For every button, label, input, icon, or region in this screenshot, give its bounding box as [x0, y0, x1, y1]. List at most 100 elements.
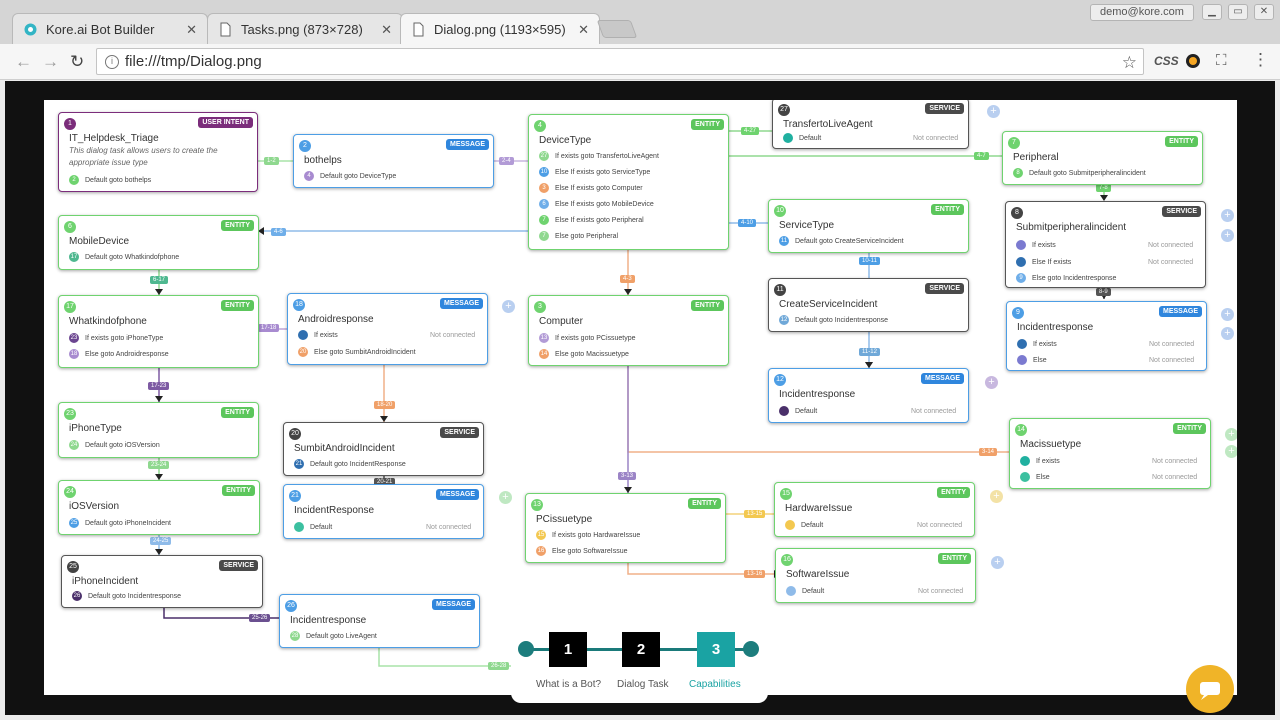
add-node-icon[interactable]: + [1221, 209, 1234, 222]
profile-button[interactable]: demo@kore.com [1090, 4, 1194, 21]
color-picker-extension-icon[interactable] [1185, 53, 1201, 72]
tab-dialog-png[interactable]: Dialog.png (1193×595) ✕ [400, 13, 600, 44]
add-node-icon[interactable]: + [502, 300, 515, 313]
add-node-icon[interactable]: + [987, 105, 1000, 118]
chat-bubble-button[interactable] [1186, 665, 1234, 713]
minimize-icon[interactable]: ▁ [1202, 4, 1222, 20]
edge-label: 25-26 [249, 614, 271, 622]
new-tab-button[interactable] [596, 20, 638, 38]
info-icon[interactable]: i [105, 55, 119, 69]
add-node-icon[interactable]: + [1225, 445, 1237, 458]
css-extension-icon[interactable]: CSS [1154, 54, 1179, 68]
address-bar[interactable]: i file:///tmp/Dialog.png ☆ [96, 48, 1144, 75]
screen-capture-icon[interactable]: ⛶ [1216, 52, 1227, 69]
menu-dots-icon[interactable]: ⋮ [1252, 50, 1269, 69]
tab-tasks-png[interactable]: Tasks.png (873×728) ✕ [207, 13, 403, 44]
step-2-button[interactable]: 2 [622, 632, 660, 667]
close-tab-icon[interactable]: ✕ [381, 22, 392, 37]
bookmark-star-icon[interactable]: ☆ [1121, 53, 1137, 72]
node-id: 7 [1008, 137, 1020, 149]
tab-kore-bot-builder[interactable]: Kore.ai Bot Builder ✕ [12, 13, 208, 44]
close-tab-icon[interactable]: ✕ [578, 22, 589, 37]
add-node-icon[interactable]: + [1221, 327, 1234, 340]
add-node-icon[interactable]: + [1221, 308, 1234, 321]
add-node-icon[interactable]: + [499, 491, 512, 504]
step-1-button[interactable]: 1 [549, 632, 587, 667]
forward-arrow-icon[interactable]: → [42, 52, 59, 71]
add-node-icon[interactable]: + [990, 490, 1003, 503]
reload-icon[interactable]: ↻ [70, 52, 85, 71]
close-tab-icon[interactable]: ✕ [186, 22, 197, 37]
add-node-icon[interactable]: + [1221, 229, 1234, 242]
close-window-icon[interactable]: ✕ [1254, 4, 1274, 20]
maximize-icon[interactable]: ▭ [1228, 4, 1248, 20]
add-node-icon[interactable]: + [991, 556, 1004, 569]
node-submitperipheralincident[interactable]: 8 SERVICE Submitperipheralincident If ex… [1005, 201, 1206, 288]
back-arrow-icon[interactable]: ← [15, 52, 32, 71]
add-node-icon[interactable]: + [985, 376, 998, 389]
step-3-button[interactable]: 3 [697, 632, 735, 667]
add-node-icon[interactable]: + [1225, 428, 1237, 441]
node-it-helpdesk-triage[interactable]: 1 USER INTENT IT_Helpdesk_Triage This di… [58, 112, 258, 192]
